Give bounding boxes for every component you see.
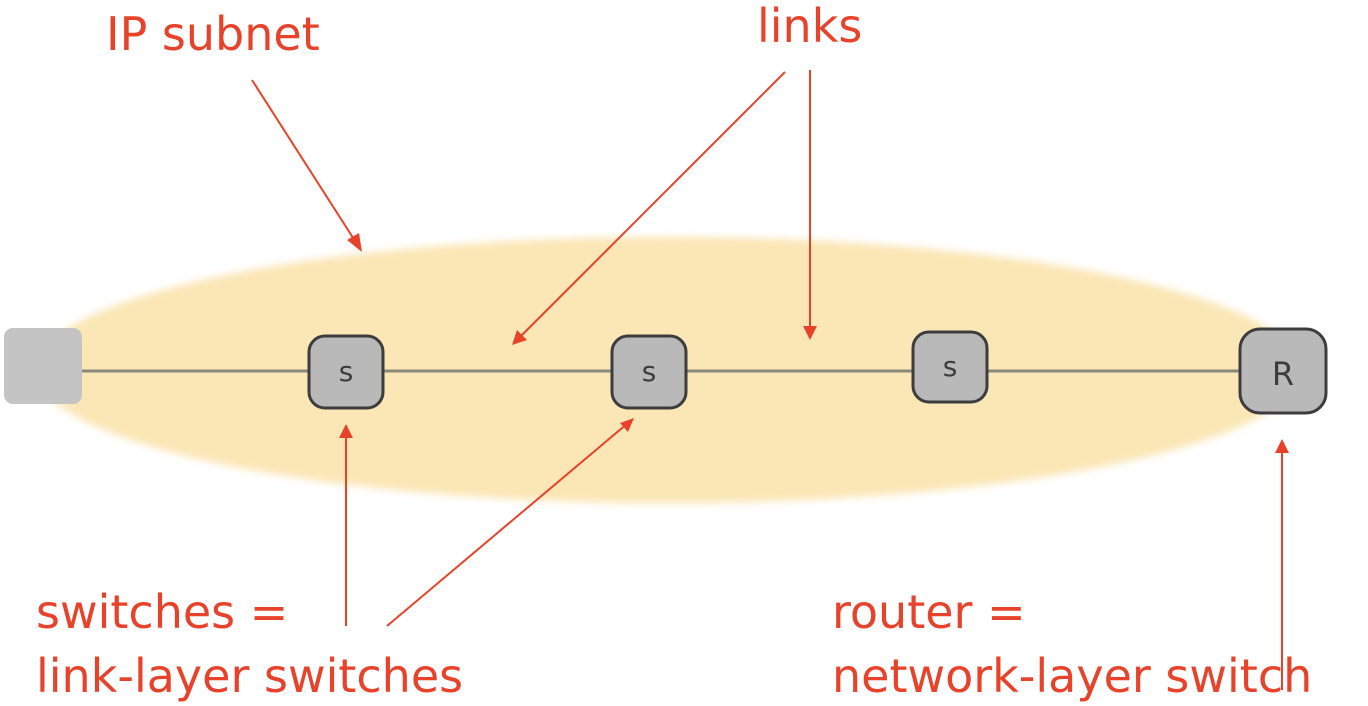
links-label: links: [757, 0, 862, 53]
arrowhead-switch-2: [620, 418, 634, 432]
ip-subnet-label: IP subnet: [106, 7, 320, 61]
router-label: R: [1272, 355, 1294, 393]
switch-node-1: s: [307, 334, 385, 410]
router-label-line1: router =: [832, 585, 1026, 639]
arrowhead-switch-1: [339, 424, 353, 438]
arrow-ip-subnet: [251, 79, 358, 245]
arrowhead-link-1: [512, 330, 527, 345]
router-label-line2: network-layer switch: [832, 649, 1312, 703]
switch-label-2: s: [642, 355, 657, 388]
switch-node-2: s: [610, 334, 688, 410]
switch-label-1: s: [339, 355, 354, 388]
arrow-link-1: [517, 71, 786, 340]
switch-label-3: s: [943, 350, 958, 383]
arrowhead-link-2: [803, 326, 817, 340]
router-node: R: [1238, 327, 1328, 415]
host-node: [4, 328, 82, 404]
switches-label-line2: link-layer switches: [36, 649, 463, 703]
arrowhead-ip-subnet: [347, 233, 362, 252]
switches-label-line1: switches =: [36, 585, 288, 639]
arrowhead-router: [1275, 439, 1289, 453]
arrow-switch-2: [386, 422, 629, 627]
switch-node-3: s: [911, 330, 989, 404]
